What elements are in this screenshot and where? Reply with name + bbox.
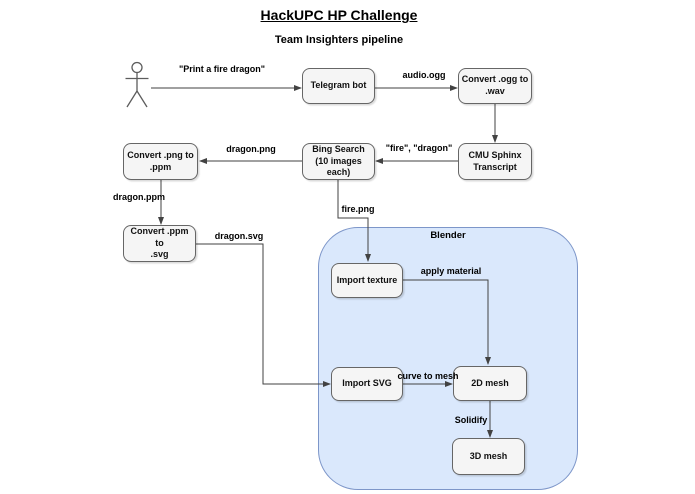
node-convert-ppm-svg: Convert .ppm to .svg <box>123 225 196 262</box>
node-2d-mesh: 2D mesh <box>453 366 527 401</box>
edge-label-apply-material: apply material <box>420 266 482 276</box>
edge-label-dragon-ppm: dragon.ppm <box>113 192 165 202</box>
node-import-svg: Import SVG <box>331 367 403 401</box>
node-bing-search: Bing Search (10 images each) <box>302 143 375 180</box>
edge-label-print-a-fire-dragon: "Print a fire dragon" <box>178 64 266 74</box>
node-convert-ogg-wav: Convert .ogg to .wav <box>458 68 532 104</box>
diagram-title: HackUPC HP Challenge <box>260 7 418 23</box>
connector-bing-to-import-texture <box>337 180 371 262</box>
edge-label-dragon-svg: dragon.svg <box>214 231 264 241</box>
diagram-subtitle: Team Insighters pipeline <box>274 34 404 46</box>
connector-import-texture-to-2d-mesh <box>403 279 491 365</box>
connector-convert-ppm-to-import-svg <box>196 243 331 387</box>
blender-container-label: Blender <box>430 230 466 241</box>
node-cmu-sphinx: CMU Sphinx Transcript <box>458 143 532 180</box>
edge-label-fire-png: fire.png <box>341 204 375 214</box>
edge-label-dragon-png: dragon.png <box>226 144 276 154</box>
node-import-texture: Import texture <box>331 263 403 298</box>
edge-label-fire-dragon: "fire", "dragon" <box>385 143 453 153</box>
user-actor-icon <box>125 61 149 108</box>
node-telegram-bot: Telegram bot <box>302 68 375 104</box>
edge-label-audio-ogg: audio.ogg <box>402 70 446 80</box>
node-convert-png-ppm: Convert .png to .ppm <box>123 143 198 180</box>
node-3d-mesh: 3D mesh <box>452 438 525 475</box>
edge-label-solidify: Solidify <box>454 415 488 425</box>
edge-label-curve-to-mesh: curve to mesh <box>397 371 459 381</box>
